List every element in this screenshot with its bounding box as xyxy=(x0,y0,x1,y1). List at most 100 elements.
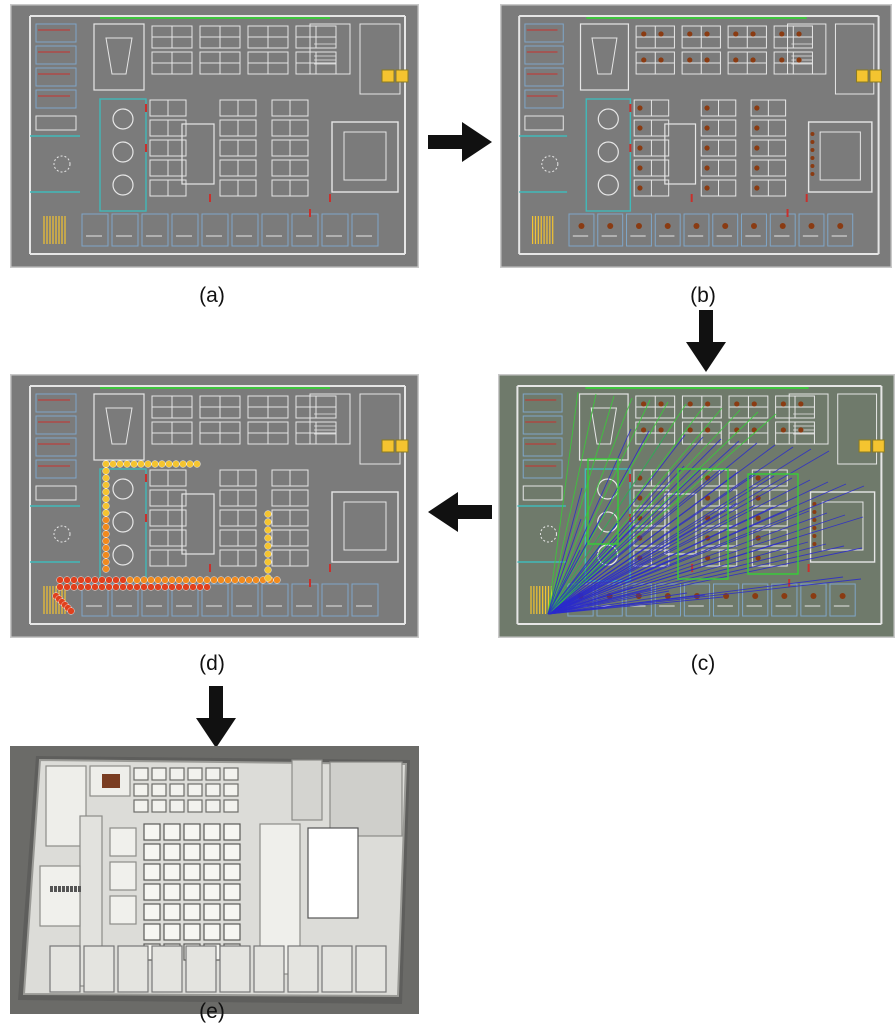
room-block xyxy=(223,799,239,813)
room-block xyxy=(185,945,217,993)
path-node xyxy=(67,607,75,615)
room-block xyxy=(187,767,203,781)
room-block xyxy=(133,783,149,797)
sightline xyxy=(547,440,740,615)
path-node xyxy=(252,576,260,584)
sightline xyxy=(547,512,828,615)
path-node xyxy=(264,542,272,550)
path-node xyxy=(182,583,190,591)
floor-plan-b xyxy=(500,4,892,268)
path-node xyxy=(112,576,120,584)
room-block xyxy=(143,883,161,901)
path-node xyxy=(102,474,110,482)
path-node xyxy=(175,576,183,584)
path-node xyxy=(112,583,120,591)
path-node xyxy=(102,467,110,475)
room-block xyxy=(253,945,285,993)
panel-c xyxy=(498,374,895,638)
caption-e: (e) xyxy=(199,1000,225,1023)
path-node xyxy=(264,534,272,542)
caption-c: (c) xyxy=(690,652,716,675)
path-node xyxy=(144,460,152,468)
sightline xyxy=(547,557,653,615)
path-node xyxy=(175,583,183,591)
sightline xyxy=(547,428,632,615)
path-node xyxy=(102,523,110,531)
visibility-zone xyxy=(747,473,799,575)
path-node xyxy=(102,495,110,503)
sightline xyxy=(547,401,669,615)
room-block xyxy=(203,843,221,861)
path-node xyxy=(102,544,110,552)
sightline xyxy=(547,594,706,615)
path-node xyxy=(84,583,92,591)
visibility-zone xyxy=(587,458,619,545)
sightline xyxy=(547,481,829,615)
path-node xyxy=(140,576,148,584)
path-node xyxy=(238,576,246,584)
path-node xyxy=(98,576,106,584)
room-block xyxy=(183,923,201,941)
path-node xyxy=(102,460,110,468)
panel-a xyxy=(10,4,419,268)
room-block xyxy=(133,799,149,813)
path-node xyxy=(217,576,225,584)
plan-a xyxy=(29,15,409,255)
path-node xyxy=(264,518,272,526)
path-node xyxy=(137,460,145,468)
room-block xyxy=(223,903,241,921)
room-block xyxy=(169,783,185,797)
room-block xyxy=(109,861,137,891)
arrow-right-icon xyxy=(428,122,492,162)
panel-d xyxy=(10,374,419,638)
room-block xyxy=(169,799,185,813)
room-block xyxy=(223,767,239,781)
path-node xyxy=(154,576,162,584)
path-node xyxy=(102,481,110,489)
room-block xyxy=(307,827,359,919)
room-block xyxy=(205,767,221,781)
path-node xyxy=(151,460,159,468)
room-block xyxy=(143,823,161,841)
sightline xyxy=(547,446,794,615)
sightline xyxy=(547,549,581,615)
room-block xyxy=(163,823,181,841)
sightline xyxy=(547,475,775,615)
panel-b xyxy=(500,4,892,268)
room-block xyxy=(151,783,167,797)
path-node xyxy=(91,583,99,591)
caption-a: (a) xyxy=(199,284,225,307)
room-block xyxy=(143,903,161,921)
room-block xyxy=(329,761,403,837)
room-block xyxy=(219,945,251,993)
room-block xyxy=(143,923,161,941)
path-node xyxy=(179,460,187,468)
path-node xyxy=(102,502,110,510)
path-node xyxy=(196,583,204,591)
path-node xyxy=(264,550,272,558)
room-block xyxy=(203,823,221,841)
room-block xyxy=(109,827,137,857)
path-node xyxy=(186,460,194,468)
visibility-zone xyxy=(677,468,729,580)
sightlines xyxy=(547,391,865,615)
path-node xyxy=(264,558,272,566)
path-node xyxy=(109,460,117,468)
room-block xyxy=(183,843,201,861)
room-block xyxy=(223,883,241,901)
path-node xyxy=(123,460,131,468)
sightline xyxy=(547,518,582,615)
sightline xyxy=(547,524,636,615)
path-node xyxy=(231,576,239,584)
path-node xyxy=(116,460,124,468)
render-rooms xyxy=(39,759,403,993)
sightline xyxy=(547,590,670,615)
sightline xyxy=(547,487,583,615)
room-block xyxy=(203,883,221,901)
path-node xyxy=(98,583,106,591)
room-block xyxy=(83,945,115,993)
path-node xyxy=(154,583,162,591)
path-node xyxy=(102,558,110,566)
path-node xyxy=(105,583,113,591)
room-block xyxy=(151,767,167,781)
